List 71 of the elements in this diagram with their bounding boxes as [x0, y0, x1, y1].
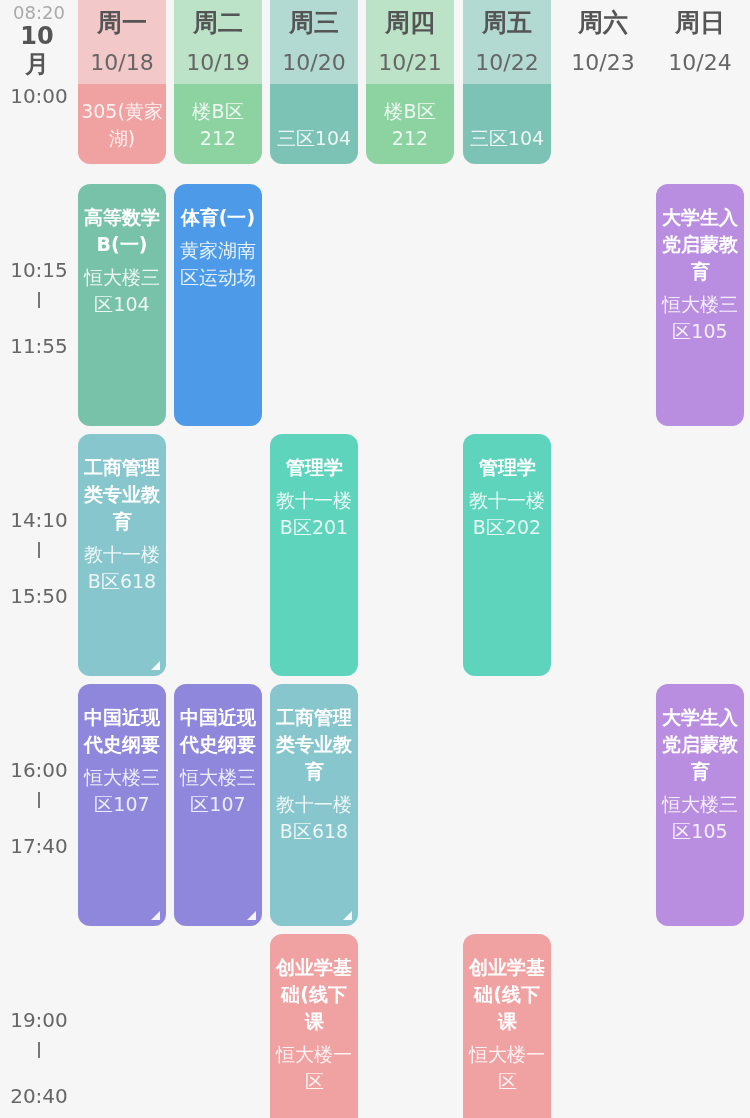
course-card — [270, 684, 358, 926]
date-label: 10/22 — [474, 50, 540, 76]
course-location: 恒大楼一区 — [467, 1042, 546, 1094]
course-location: 教十一楼B区201 — [275, 488, 353, 540]
time-label: 11:55 — [9, 334, 69, 358]
course-card — [656, 684, 744, 926]
course-name: 工商管理类专业教育 — [83, 455, 161, 534]
time-label: 10:00 — [9, 84, 69, 108]
date-label: 10/21 — [377, 50, 443, 76]
weekday-label: 周四 — [384, 8, 436, 37]
course-location: 恒大楼三区105 — [660, 792, 739, 844]
course-card — [366, 0, 454, 164]
course-location: 恒大楼三区104 — [82, 265, 161, 317]
course-card — [270, 934, 358, 1118]
course-location: 恒大楼三区107 — [178, 765, 257, 817]
course-location: 楼B区212 — [383, 99, 437, 151]
date-label: 10/20 — [281, 50, 347, 76]
course-card — [656, 184, 744, 426]
time-label: 14:10 — [9, 508, 69, 532]
course-name: 管理学 — [285, 455, 343, 480]
time-label: 19:00 — [9, 1008, 69, 1032]
date-label: 10/19 — [185, 50, 251, 76]
course-card — [463, 0, 551, 164]
course-location: 恒大楼三区105 — [660, 292, 739, 344]
course-name: 管理学 — [478, 455, 536, 480]
course-card — [174, 0, 262, 164]
date-label: 10/24 — [667, 50, 733, 76]
time-label: 20:40 — [9, 1084, 69, 1108]
course-location: 恒大楼三区107 — [82, 765, 161, 817]
course-card — [463, 434, 551, 676]
weekday-label: 周日 — [674, 8, 726, 37]
course-card — [270, 434, 358, 676]
weekday-label: 周六 — [577, 8, 629, 37]
time-label: 17:40 — [9, 834, 69, 858]
month-label: 10月 — [19, 22, 55, 78]
date-label: 10/18 — [89, 50, 155, 76]
course-card — [174, 684, 262, 926]
course-name: 高等数学B(一) — [83, 205, 161, 257]
course-location: 305(黄家湖) — [80, 99, 164, 151]
time-label: 10:15 — [9, 258, 69, 282]
course-card — [174, 184, 262, 426]
course-location: 三区104 — [276, 126, 352, 151]
course-card — [78, 0, 166, 164]
date-label: 10/23 — [570, 50, 636, 76]
weekday-label: 周一 — [96, 8, 148, 37]
course-location: 黄家湖南区运动场 — [179, 238, 257, 290]
time-label: 08:20 — [12, 2, 66, 24]
course-name: 大学生入党启蒙教育 — [661, 705, 739, 784]
course-location: 楼B区212 — [191, 99, 245, 151]
course-card — [78, 184, 166, 426]
course-name: 中国近现代史纲要 — [82, 705, 161, 757]
time-label: 16:00 — [9, 758, 69, 782]
course-name: 创业学基础(线下课 — [467, 955, 546, 1034]
course-name: 中国近现代史纲要 — [178, 705, 257, 757]
course-name: 体育(一) — [180, 205, 256, 230]
course-card — [463, 934, 551, 1118]
course-name: 工商管理类专业教育 — [275, 705, 353, 784]
weekday-label: 周二 — [192, 8, 244, 37]
course-location: 三区104 — [469, 126, 545, 151]
course-location: 教十一楼B区618 — [275, 792, 353, 844]
course-card — [270, 0, 358, 164]
weekday-label: 周五 — [481, 8, 533, 37]
course-name: 创业学基础(线下课 — [274, 955, 353, 1034]
course-location: 教十一楼B区202 — [468, 488, 546, 540]
course-card — [78, 684, 166, 926]
weekday-label: 周三 — [288, 8, 340, 37]
course-location: 恒大楼一区 — [274, 1042, 353, 1094]
course-location: 教十一楼B区618 — [83, 542, 161, 594]
time-label: 15:50 — [9, 584, 69, 608]
course-card — [78, 434, 166, 676]
course-name: 大学生入党启蒙教育 — [661, 205, 739, 284]
